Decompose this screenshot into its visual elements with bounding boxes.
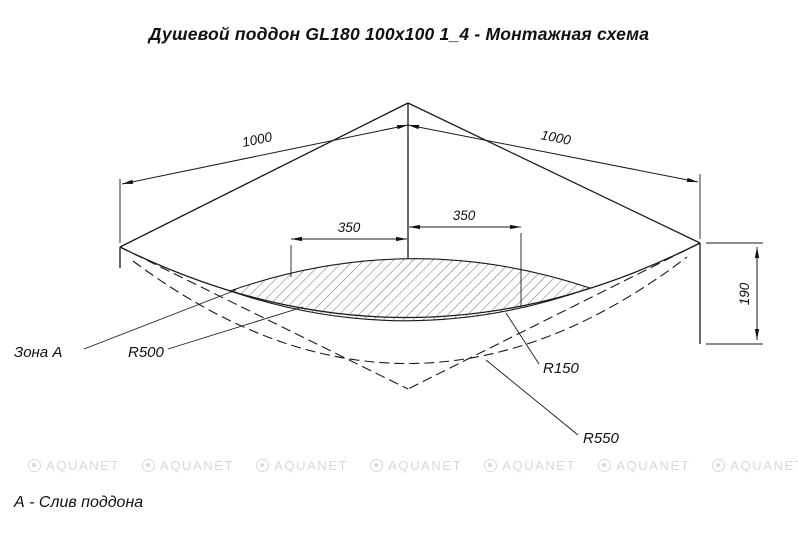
drain-note: А - Слив поддона: [14, 494, 144, 511]
dim-label-190: 190: [737, 282, 752, 305]
dim-label-1000-right: 1000: [540, 127, 573, 148]
dim-line-1000-right: [407, 124, 699, 183]
drain-zone-hatched-band: [228, 258, 592, 322]
label-zone-a: Зона А: [14, 344, 62, 361]
dimension-lines: [121, 124, 760, 340]
hidden-outline: [119, 242, 701, 390]
extension-lines: [119, 174, 763, 345]
label-r500: R500: [128, 344, 165, 361]
hidden-edge-right-dashed: [407, 242, 701, 390]
leader-lines: [83, 289, 579, 436]
dim-label-350-left: 350: [338, 220, 361, 235]
leader-r500: [167, 306, 304, 350]
label-r150: R150: [543, 360, 580, 377]
leader-r150: [505, 312, 540, 365]
dim-label-1000-left: 1000: [241, 129, 274, 150]
hidden-edge-left-dashed: [119, 246, 409, 390]
leader-zone-a: [83, 289, 237, 350]
leader-r550: [485, 359, 579, 436]
dim-label-350-right: 350: [453, 208, 476, 223]
dim-line-1000-left: [121, 124, 409, 185]
base-outline-arc-dashed: [132, 256, 688, 365]
label-r550: R550: [583, 430, 620, 447]
page-title: Душевой поддон GL180 100x100 1_4 - Монта…: [148, 24, 650, 44]
